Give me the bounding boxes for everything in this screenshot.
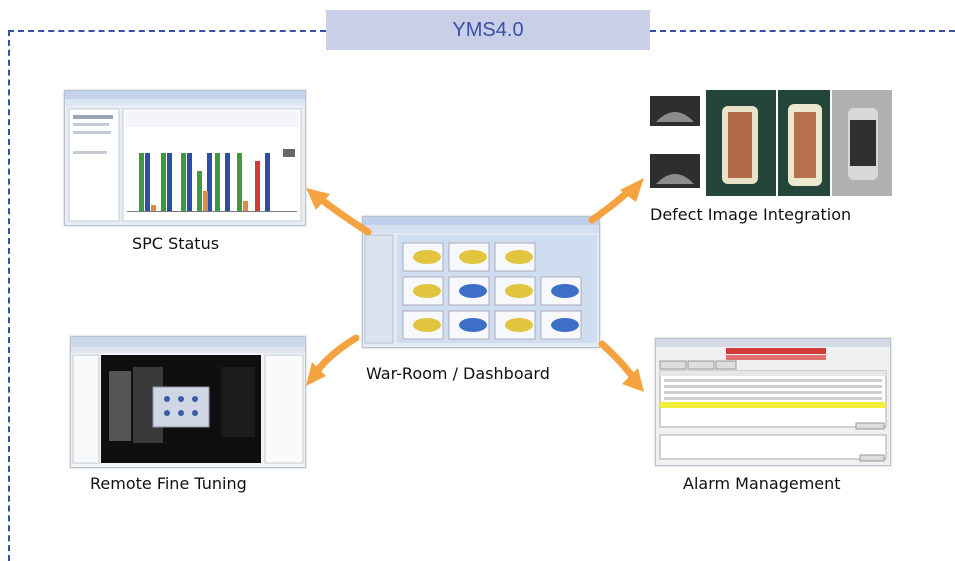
spc-status-thumbnail	[65, 91, 305, 225]
frame-top-left-border	[8, 30, 326, 32]
war-room-dashboard-screenshot	[362, 216, 600, 348]
alarm-management-thumbnail	[656, 339, 890, 465]
diagram-title-box: YMS4.0	[326, 10, 650, 50]
dashboard-thumbnail	[363, 217, 599, 347]
alarm-management-caption: Alarm Management	[683, 474, 841, 493]
arrow-to-defect-image	[588, 188, 632, 224]
frame-left-border	[8, 30, 10, 561]
arrowhead-defect-image	[620, 178, 644, 202]
spc-status-caption: SPC Status	[132, 234, 220, 253]
defect-image-caption: Defect Image Integration	[650, 205, 852, 224]
spc-status-screenshot	[64, 90, 306, 226]
arrow-to-spc-status	[318, 196, 372, 236]
arrowhead-remote-fine-tuning	[306, 362, 326, 386]
arrowhead-spc-status	[306, 188, 330, 210]
remote-fine-tuning-thumbnail	[71, 337, 305, 467]
remote-fine-tuning-caption: Remote Fine Tuning	[90, 474, 247, 493]
arrow-to-alarm-management	[598, 340, 636, 380]
defect-image-screenshot	[648, 90, 892, 196]
defect-image-thumbnail	[648, 90, 892, 196]
frame-top-right-border	[650, 30, 955, 32]
diagram-title: YMS4.0	[452, 18, 524, 41]
arrowhead-alarm-management	[622, 368, 644, 392]
alarm-management-screenshot	[655, 338, 891, 466]
arrow-to-remote-fine-tuning	[314, 334, 360, 374]
war-room-dashboard-caption: War-Room / Dashboard	[366, 364, 550, 383]
remote-fine-tuning-screenshot	[70, 336, 306, 468]
